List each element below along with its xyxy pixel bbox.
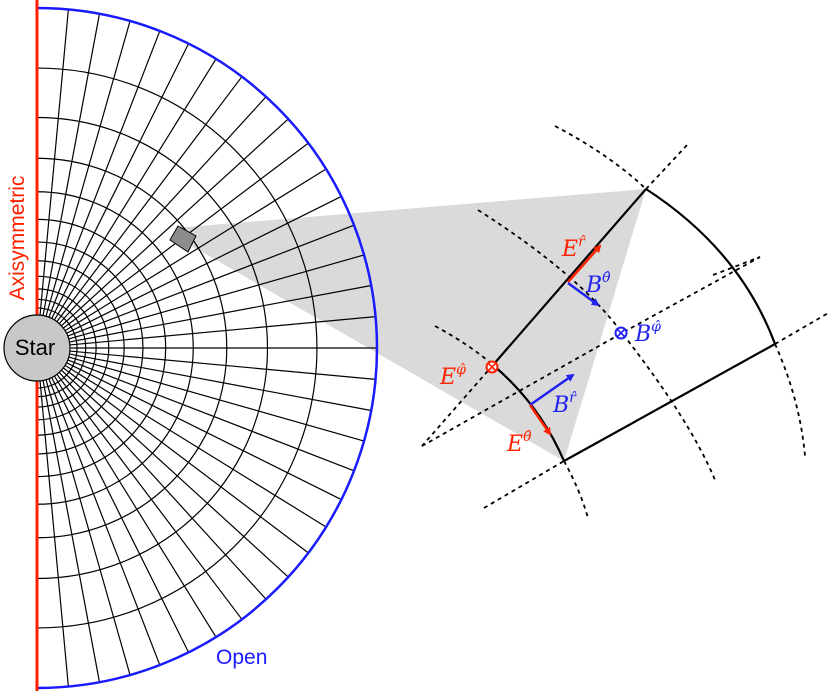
radial-line — [48, 30, 161, 318]
radial-line — [64, 364, 327, 528]
polar-grid — [36, 8, 377, 688]
shell-arc — [36, 275, 110, 421]
radial-line — [66, 362, 342, 501]
radial-line — [69, 316, 376, 346]
shell-arc — [36, 67, 318, 629]
radial-line — [67, 359, 355, 472]
B-theta-arrow — [567, 281, 600, 307]
zoom-wedge — [175, 189, 646, 461]
B-theta-label: Bθ̂ — [585, 270, 611, 298]
shell-arc — [36, 260, 125, 436]
radial-line — [69, 353, 372, 412]
radial-line — [48, 378, 161, 666]
axis-label: Axisymmetric — [6, 176, 29, 301]
shell-arc — [36, 157, 228, 539]
dash-mid-right — [712, 256, 761, 276]
shell-arc — [36, 191, 194, 505]
radial-line — [56, 373, 243, 620]
radial-line — [58, 371, 267, 600]
E-r-arrow — [567, 244, 602, 283]
radial-line — [53, 375, 217, 638]
dash-left-ext — [421, 364, 494, 447]
B-phi-marker — [614, 326, 628, 340]
open-boundary-label: Open — [216, 646, 267, 669]
cell-edge-bottom — [563, 343, 776, 462]
radial-line — [66, 195, 342, 334]
E-theta-arrow — [528, 404, 552, 436]
radial-line — [56, 76, 243, 323]
radial-line — [67, 224, 355, 337]
radial-line — [69, 284, 372, 343]
radial-line — [68, 254, 365, 340]
radial-line — [45, 379, 131, 676]
shell-arc — [36, 298, 87, 398]
shell-arc — [36, 218, 167, 478]
radial-line — [68, 356, 365, 442]
radial-line — [60, 369, 289, 578]
radial-line — [51, 43, 190, 319]
shell-arc — [36, 241, 144, 455]
radial-line — [62, 367, 309, 554]
radial-line — [42, 380, 101, 683]
highlighted-cell — [169, 225, 197, 253]
radial-line — [58, 96, 267, 325]
radial-line — [51, 377, 190, 653]
dash-top-arc-ext — [554, 125, 647, 190]
radial-line — [39, 9, 69, 316]
shell-arc — [36, 116, 269, 580]
dash-inner-arc-ext-top — [434, 325, 494, 366]
radial-line — [53, 58, 217, 321]
dash-bottom-edge-ext — [774, 311, 830, 345]
shell-arc — [36, 307, 78, 389]
dash-outer-arc-ext — [774, 343, 806, 457]
radial-line — [45, 20, 131, 317]
E-phi-marker — [485, 360, 499, 374]
dash-top-edge-ext — [645, 143, 689, 190]
E-theta-label: Eθ̂ — [506, 429, 532, 457]
star-label: Star — [15, 335, 55, 360]
B-phi-label: Bφ̂ — [634, 319, 661, 347]
shell-arc — [36, 288, 97, 408]
open-boundary-arc — [36, 6, 379, 690]
dashed-extensions — [421, 125, 830, 519]
radial-line — [39, 380, 69, 687]
radial-line — [42, 13, 101, 316]
radial-line — [60, 118, 289, 327]
dash-bottom-radial-ext — [483, 460, 565, 509]
radial-line — [69, 350, 376, 380]
B-r-label: Br̂ — [552, 390, 577, 418]
dash-mid-arc — [477, 209, 716, 481]
B-r-arrow — [529, 373, 575, 407]
radial-line — [64, 168, 327, 332]
E-r-label: Er̂ — [561, 234, 586, 262]
cell-edge-outer-arc — [645, 188, 777, 345]
E-phi-label: Eφ̂ — [439, 362, 466, 390]
star — [3, 314, 71, 382]
dash-inner-arc-ext-bottom — [563, 460, 589, 519]
